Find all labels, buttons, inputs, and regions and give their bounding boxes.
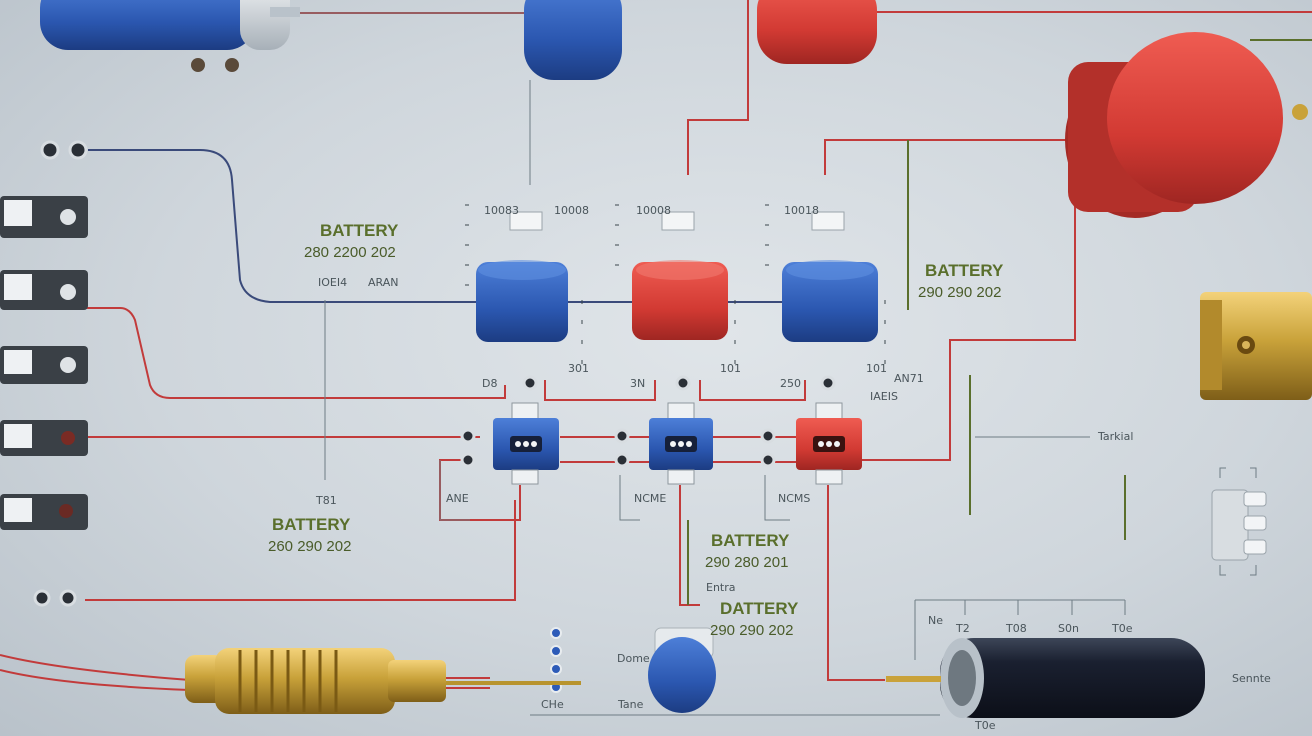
brass-coil [185, 648, 581, 714]
chip-label-a: ANE [446, 492, 469, 505]
line-thin [914, 599, 1126, 660]
scale-label-4: T0e [1112, 622, 1133, 635]
scale-tick [465, 204, 469, 286]
wire-blue [88, 149, 478, 303]
chip-label-c: NCMS [778, 492, 811, 505]
module-blue-3 [782, 260, 878, 342]
blue-cap-bottom [648, 627, 716, 713]
wire-red [0, 669, 191, 691]
scale-tick [765, 204, 769, 266]
wire-red [679, 485, 700, 606]
cap-label-c: 250 [780, 377, 801, 390]
scale-ticks [465, 204, 886, 364]
connector [0, 494, 88, 530]
line-thin [764, 475, 790, 521]
battery-label-5-values: 290 290 202 [710, 622, 794, 639]
entra-label: Entra [706, 581, 736, 594]
module-blue-1 [476, 260, 568, 342]
module-label-3: 10018 [784, 204, 819, 217]
scale-label-3: S0n [1058, 622, 1079, 635]
wire-red [824, 139, 1070, 175]
wire-red [0, 654, 191, 681]
tol-label: T81 [316, 494, 337, 507]
module-label-1b: 10008 [554, 204, 589, 217]
chip-label-b: NCME [634, 492, 667, 505]
connector [0, 196, 88, 238]
scale-tick [615, 204, 619, 266]
gold-block [1200, 292, 1312, 400]
line-thin [439, 460, 470, 521]
thin-lines [290, 12, 1126, 716]
battery-label-5-title: DATTERY [720, 599, 799, 618]
wire-red [85, 500, 516, 601]
cap-red-top [757, 0, 877, 64]
cap-label-a: D8 [482, 377, 498, 390]
battery-label-2-title: BATTERY [925, 261, 1004, 280]
connector [0, 270, 88, 310]
line-label: Tarkial [1098, 430, 1134, 443]
battery-label-1-title: BATTERY [320, 221, 399, 240]
sennte-label: Sennte [1232, 672, 1271, 685]
cap-label-b: 3N [630, 377, 646, 390]
battery-label-2-values: 290 290 202 [918, 284, 1002, 301]
wire-red [544, 380, 656, 401]
chip-red-3 [796, 402, 862, 485]
cap-blue-top [524, 0, 622, 80]
tane-label: Tane [618, 698, 644, 711]
cap-blue-top-left [40, 0, 300, 72]
wires-red [0, 0, 1312, 691]
green-lines [687, 39, 1312, 605]
wire-red [85, 307, 506, 399]
wires-blue [88, 149, 785, 303]
connector [0, 420, 88, 456]
cap-right-label-a: 301 [568, 362, 589, 375]
wire-red [687, 0, 749, 175]
small-label-b: ARAN [368, 276, 399, 289]
wire-red [699, 380, 806, 401]
wire-red [827, 485, 885, 681]
cap-right-label-c: 101 [866, 362, 887, 375]
module-red-2 [632, 260, 728, 340]
battery-label-3-values: 260 290 202 [268, 538, 352, 555]
line-thin [619, 475, 640, 521]
chip-blue-1 [493, 402, 559, 485]
module-switches [509, 211, 845, 231]
dome-label: Dome [617, 652, 650, 665]
scale-label-2: T08 [1006, 622, 1027, 635]
terminal-column [550, 627, 562, 693]
left-connectors [0, 196, 88, 530]
cylinder-battery [886, 638, 1205, 718]
che-label: CHe [541, 698, 564, 711]
chip-blue-2 [649, 402, 713, 485]
module-label-1: 10083 [484, 204, 519, 217]
module-label-2: 10008 [636, 204, 671, 217]
cap-right-label-b: 101 [720, 362, 741, 375]
right-label-b: IAEIS [870, 390, 898, 403]
battery-label-4-title: BATTERY [711, 531, 790, 550]
battery-label-4-values: 290 280 201 [705, 554, 789, 571]
cap-red-large [1065, 32, 1308, 218]
wire-red [860, 150, 1076, 461]
battery-label-1-values: 280 2200 202 [304, 244, 396, 261]
scale-label-5: T0e [975, 719, 996, 732]
connector [0, 346, 88, 384]
terminals [33, 140, 836, 607]
side-switch [1211, 467, 1267, 576]
small-label-a: IOEI4 [318, 276, 348, 289]
scale-label-ne: Ne [928, 614, 943, 627]
right-label-a: AN71 [894, 372, 924, 385]
scale-label-1: T2 [956, 622, 970, 635]
battery-label-3-title: BATTERY [272, 515, 351, 534]
